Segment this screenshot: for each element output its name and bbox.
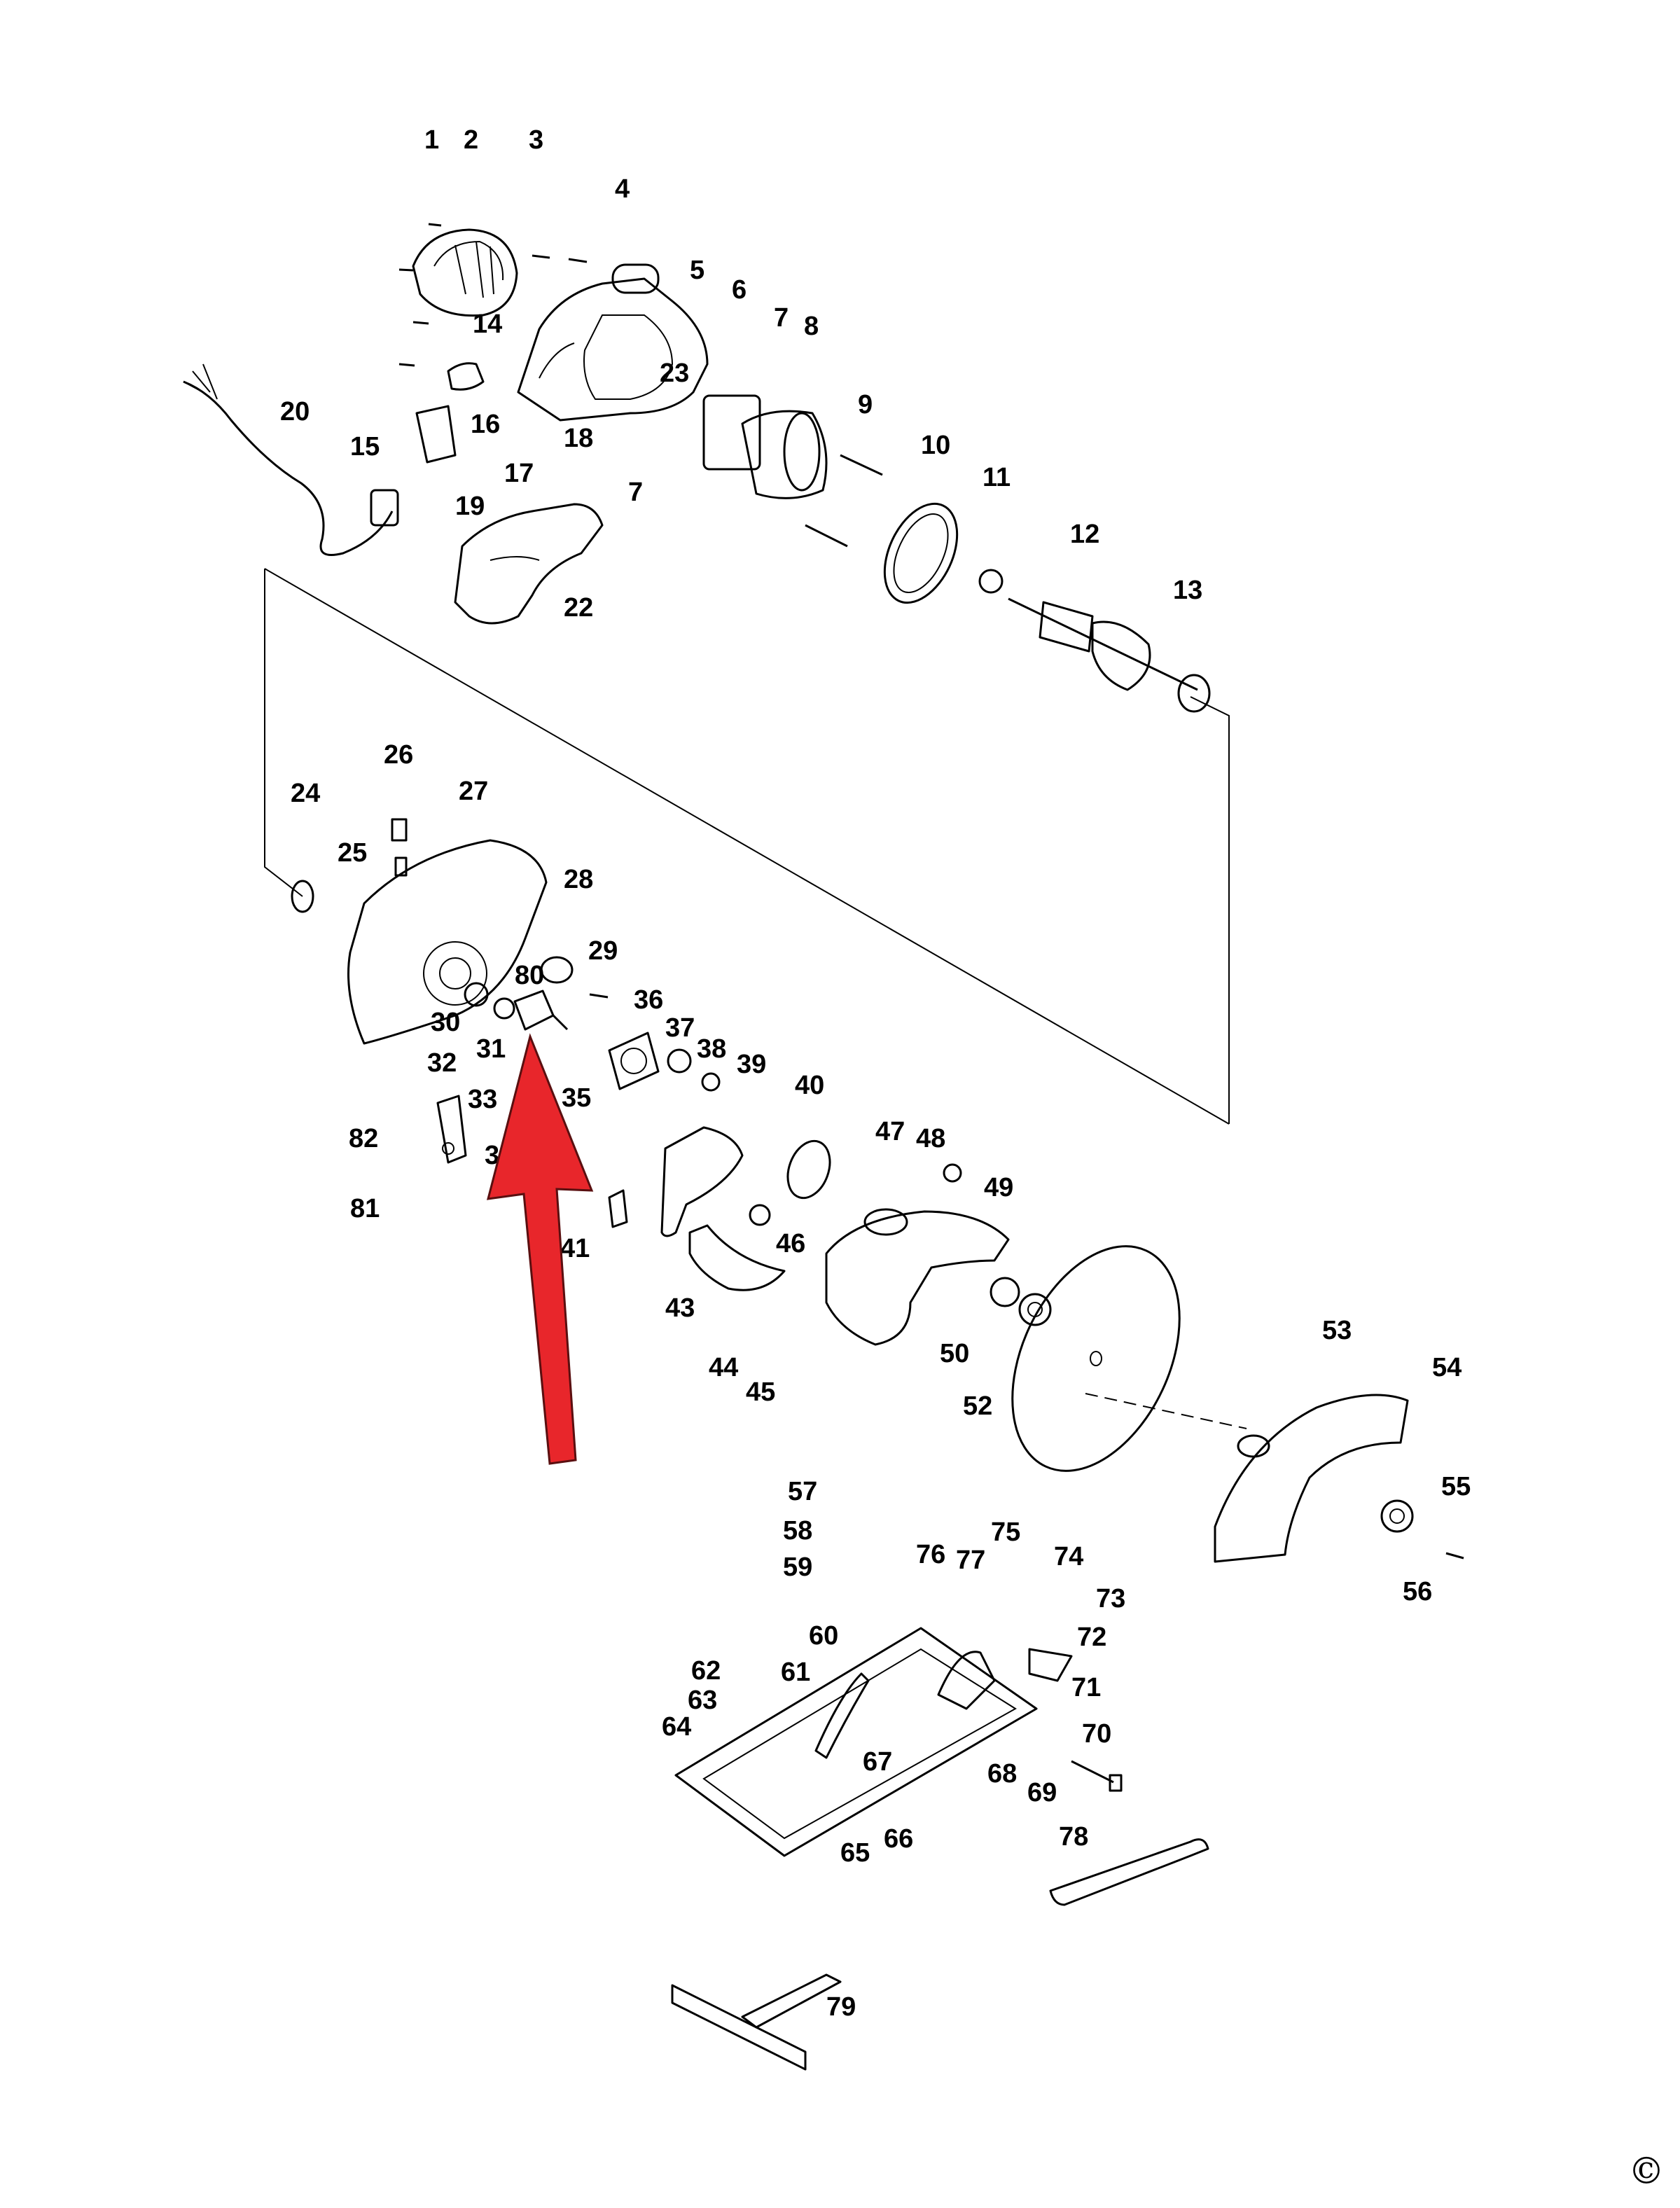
part-label: 8 bbox=[804, 312, 819, 341]
copyright-mark: © bbox=[1628, 2151, 1665, 2193]
part-label: 16 bbox=[471, 410, 500, 439]
part-label: 5 bbox=[690, 256, 704, 285]
part-label: 37 bbox=[665, 1013, 695, 1043]
part-label: 45 bbox=[746, 1377, 775, 1407]
part-label: 75 bbox=[991, 1518, 1020, 1547]
part-label: 81 bbox=[350, 1194, 380, 1223]
part-label: 78 bbox=[1059, 1822, 1088, 1852]
part-label: 32 bbox=[427, 1048, 457, 1078]
part-label: 67 bbox=[863, 1747, 892, 1777]
part-label: 41 bbox=[560, 1234, 590, 1263]
part-label: 39 bbox=[737, 1050, 766, 1079]
part-label: 19 bbox=[455, 492, 485, 521]
part-label: 82 bbox=[349, 1124, 378, 1153]
motor-housing-group bbox=[183, 223, 1211, 713]
part-label: 7 bbox=[774, 303, 789, 333]
part-label: 48 bbox=[916, 1124, 945, 1153]
part-label: 58 bbox=[783, 1516, 812, 1546]
part-label: 36 bbox=[634, 985, 663, 1015]
part-label: 30 bbox=[431, 1008, 460, 1037]
part-label: 15 bbox=[350, 432, 380, 461]
part-label: 74 bbox=[1054, 1542, 1083, 1571]
part-label: 7 bbox=[628, 478, 643, 507]
part-label: 57 bbox=[788, 1477, 817, 1506]
part-label: 29 bbox=[588, 936, 618, 966]
part-label: 76 bbox=[916, 1540, 945, 1569]
part-label: 60 bbox=[809, 1621, 838, 1651]
part-label: 73 bbox=[1096, 1584, 1125, 1613]
part-label: 33 bbox=[468, 1085, 497, 1114]
part-label: 17 bbox=[504, 459, 534, 488]
part-label: 44 bbox=[709, 1353, 738, 1382]
part-label: 55 bbox=[1441, 1472, 1471, 1501]
part-label: 79 bbox=[826, 1992, 856, 2022]
part-label: 71 bbox=[1071, 1673, 1101, 1702]
part-label: 2 bbox=[464, 125, 478, 155]
part-label: 10 bbox=[921, 431, 950, 460]
part-label: 24 bbox=[291, 779, 320, 808]
part-label: 23 bbox=[660, 359, 689, 388]
part-label: 9 bbox=[858, 390, 873, 419]
part-label: 65 bbox=[840, 1838, 870, 1868]
blade-guard-group bbox=[291, 818, 1464, 1563]
part-label: 69 bbox=[1027, 1778, 1057, 1807]
part-label: 70 bbox=[1082, 1719, 1111, 1749]
part-label: 14 bbox=[473, 310, 502, 339]
part-label: 20 bbox=[280, 397, 310, 426]
part-label: 49 bbox=[984, 1173, 1013, 1202]
part-label: 25 bbox=[338, 838, 367, 868]
part-label: 50 bbox=[940, 1339, 969, 1368]
part-label: 31 bbox=[476, 1034, 506, 1064]
part-label: 40 bbox=[795, 1071, 824, 1100]
part-label: 54 bbox=[1432, 1353, 1462, 1382]
part-label: 53 bbox=[1322, 1316, 1352, 1345]
base-plate-group bbox=[671, 1627, 1209, 2071]
part-label: 35 bbox=[562, 1083, 591, 1113]
part-label: 1 bbox=[424, 125, 439, 155]
part-label: 64 bbox=[662, 1712, 691, 1742]
part-label: 27 bbox=[459, 777, 488, 806]
part-label: 18 bbox=[564, 424, 593, 453]
part-label: 11 bbox=[983, 463, 1011, 492]
part-label: 26 bbox=[384, 740, 413, 770]
part-label: 6 bbox=[732, 275, 747, 305]
part-label: 59 bbox=[783, 1553, 812, 1582]
highlight-arrow-shape bbox=[486, 1033, 594, 1465]
part-label: 61 bbox=[781, 1658, 810, 1687]
part-label: 72 bbox=[1077, 1623, 1106, 1652]
part-label: 77 bbox=[956, 1546, 985, 1575]
part-label: 3 bbox=[529, 125, 543, 155]
part-label: 28 bbox=[564, 865, 593, 894]
assembly-guide-lines bbox=[264, 568, 1247, 1429]
part-label: 56 bbox=[1403, 1577, 1432, 1606]
part-label: 63 bbox=[688, 1686, 717, 1715]
part-label: 13 bbox=[1173, 576, 1202, 605]
part-label: 80 bbox=[515, 961, 544, 990]
part-labels: 1 2 3 4 5 6 7 7 8 9 10 11 12 13 14 15 16… bbox=[280, 125, 1471, 2022]
part-label: 46 bbox=[776, 1229, 805, 1258]
highlight-arrow bbox=[486, 1033, 594, 1465]
part-label: 38 bbox=[697, 1034, 726, 1064]
part-label: 12 bbox=[1070, 520, 1099, 549]
part-label: 52 bbox=[963, 1391, 992, 1421]
part-label: 47 bbox=[875, 1117, 905, 1146]
part-label: 68 bbox=[987, 1759, 1017, 1789]
part-label: 66 bbox=[884, 1824, 913, 1854]
part-label: 62 bbox=[691, 1656, 721, 1686]
part-label: 22 bbox=[564, 593, 593, 623]
part-label: 4 bbox=[615, 174, 630, 204]
part-label: 43 bbox=[665, 1293, 695, 1323]
